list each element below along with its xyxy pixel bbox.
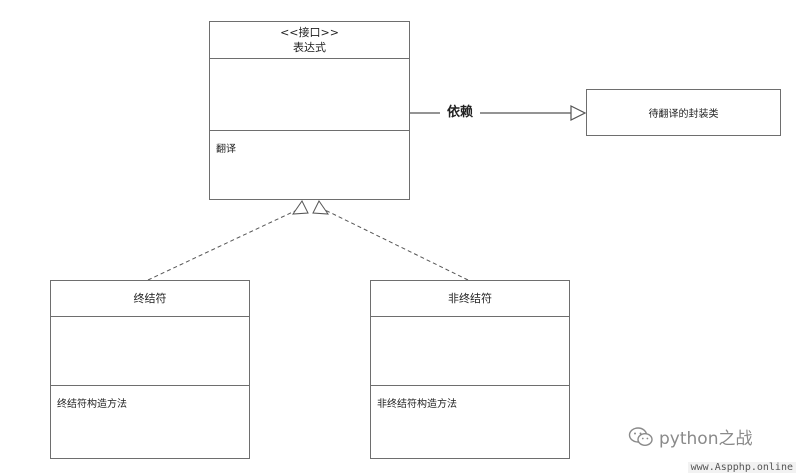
wrapper-class-box: 待翻译的封装类 [586,89,781,136]
interface-operations-section: 翻译 [210,131,409,155]
nonterminal-realization-line [324,209,469,281]
terminal-class-box: 终结符 终结符构造方法 [50,280,250,459]
dependency-label: 依赖 [440,104,480,122]
interface-class-name: 表达式 [293,41,326,54]
nonterminal-class-name: 非终结符 [448,292,492,305]
nonterminal-realization-arrowhead [312,200,330,215]
nonterminal-operation: 非终结符构造方法 [377,399,457,410]
nonterminal-class-box: 非终结符 非终结符构造方法 [370,280,570,459]
watermark-text: python之战 [659,429,753,449]
terminal-class-header: 终结符 [51,281,249,317]
nonterminal-operations-section: 非终结符构造方法 [371,386,569,410]
wrapper-class-name: 待翻译的封装类 [648,109,719,120]
source-url: www.Aspphp.online [687,462,796,473]
nonterminal-attributes-section [371,317,569,386]
nonterminal-class-header: 非终结符 [371,281,569,317]
wechat-icon [628,426,653,446]
terminal-operation: 终结符构造方法 [57,399,127,410]
terminal-class-name: 终结符 [133,292,167,305]
interface-stereotype: <<接口>> [280,26,339,39]
terminal-operations-section: 终结符构造方法 [51,386,249,410]
terminal-realization-arrowhead [291,200,309,215]
terminal-realization-line [147,209,298,281]
interface-operation: 翻译 [216,144,236,155]
watermark: python之战 [628,424,752,449]
dependency-arrowhead [570,105,587,121]
interface-class-box: <<接口>> 表达式 翻译 [209,21,410,200]
interface-attributes-section [210,59,409,131]
terminal-attributes-section [51,317,249,386]
interface-class-header: <<接口>> 表达式 [210,22,409,59]
